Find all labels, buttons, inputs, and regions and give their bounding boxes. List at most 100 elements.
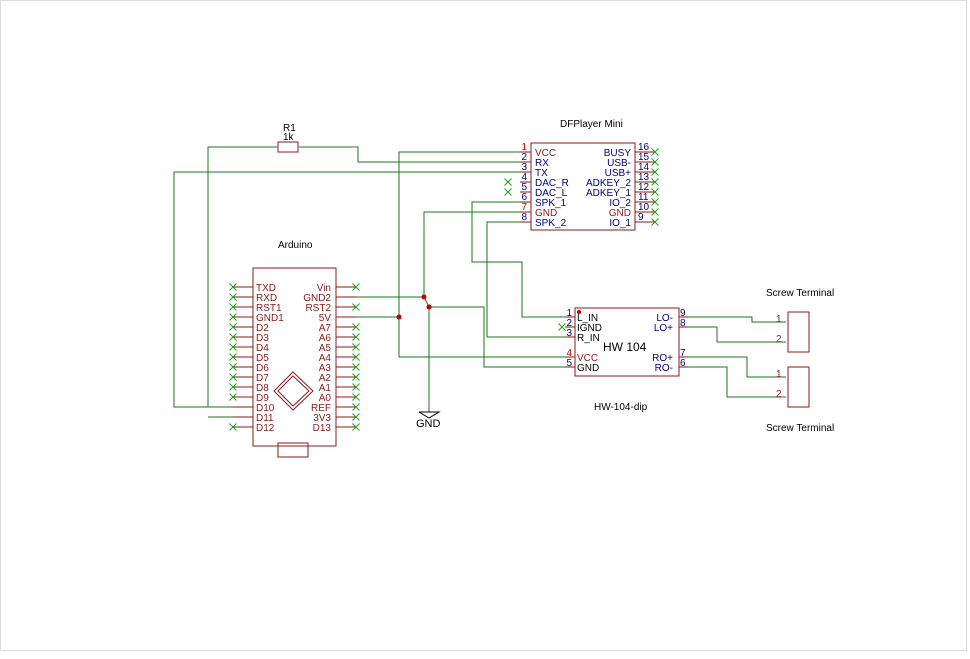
arduino-pin-label: A7 bbox=[319, 323, 332, 334]
dfplayer-pin-num: 2 bbox=[521, 152, 527, 163]
no-connect-icon bbox=[352, 413, 360, 421]
screw-terminal-2: 1 2 Screw Terminal bbox=[766, 366, 834, 434]
hw104-pin-label: GND bbox=[577, 363, 599, 374]
arduino-pin-label: D7 bbox=[256, 373, 269, 384]
no-connect-icon bbox=[229, 353, 237, 361]
no-connect-icon bbox=[352, 373, 360, 381]
no-connect-icon bbox=[352, 353, 360, 361]
dfplayer-pin-label: USB- bbox=[607, 158, 631, 169]
no-connect-icon bbox=[229, 363, 237, 371]
hw104-pin-num: 3 bbox=[566, 328, 572, 339]
dfplayer-pin-num: 14 bbox=[638, 162, 650, 173]
hw104-pin-label: LO+ bbox=[654, 323, 673, 334]
no-connect-icon bbox=[229, 333, 237, 341]
dfplayer-pin-label: ADKEY_2 bbox=[586, 178, 631, 189]
no-connect-icon bbox=[229, 303, 237, 311]
hw104-subtitle: HW-104-dip bbox=[594, 402, 648, 413]
arduino-pin-label: D6 bbox=[256, 363, 269, 374]
arduino-pin-label: A2 bbox=[319, 373, 332, 384]
junction-5v bbox=[396, 314, 402, 320]
no-connect-icon bbox=[229, 313, 237, 321]
arduino-pin-label: 5V bbox=[319, 313, 332, 324]
wire-5v-to-hw-vcc bbox=[398, 317, 568, 358]
arduino-pin-label: RST1 bbox=[256, 303, 282, 314]
no-connect-icon bbox=[229, 343, 237, 351]
no-connect-icon bbox=[352, 403, 360, 411]
hw104-title: HW 104 bbox=[603, 340, 647, 354]
hw104-pin-num: 2 bbox=[566, 318, 572, 329]
wire-r1-to-d10 bbox=[207, 146, 277, 408]
dfplayer-pin-label: USB+ bbox=[605, 168, 632, 179]
arduino-pin-label: REF bbox=[311, 403, 331, 414]
arduino-pin-label: A5 bbox=[319, 343, 332, 354]
arduino-pin-label: Vin bbox=[317, 283, 331, 294]
dfplayer-pin-num: 4 bbox=[521, 172, 527, 183]
hw104-pin-num: 1 bbox=[566, 308, 572, 319]
dfplayer-pin-label: GND bbox=[535, 208, 557, 219]
no-connect-icon bbox=[229, 373, 237, 381]
dfplayer-pin-num: 5 bbox=[521, 182, 527, 193]
screw-terminal-1-title: Screw Terminal bbox=[766, 288, 834, 299]
no-connect-icon bbox=[352, 363, 360, 371]
no-connect-icon bbox=[651, 168, 659, 176]
dfplayer-pin-label: GND bbox=[609, 208, 631, 219]
hw104-pin-num: 4 bbox=[566, 348, 572, 359]
dfplayer-pin-num: 6 bbox=[521, 192, 527, 203]
no-connect-icon bbox=[504, 178, 512, 186]
arduino-pin-label: TXD bbox=[256, 283, 276, 294]
hw104-pin-label: L_IN bbox=[577, 313, 598, 324]
no-connect-icon bbox=[352, 333, 360, 341]
dfplayer-pin-label: BUSY bbox=[604, 148, 632, 159]
arduino-pin-label: D10 bbox=[256, 403, 275, 414]
hw104-pin-num: 7 bbox=[680, 348, 686, 359]
dfplayer-pin-label: DAC_R bbox=[535, 178, 569, 189]
wire-spk1-lin bbox=[471, 201, 568, 318]
hw104-pin-label: LO- bbox=[656, 313, 673, 324]
dfplayer-title: DFPlayer Mini bbox=[560, 119, 623, 130]
hw104-pin-label: VCC bbox=[577, 353, 598, 364]
no-connect-icon bbox=[352, 323, 360, 331]
wire-lo-minus bbox=[688, 316, 786, 323]
arduino-chip-icon bbox=[273, 371, 314, 411]
arduino-pin-label: A3 bbox=[319, 363, 332, 374]
no-connect-icon bbox=[651, 208, 659, 216]
junctions bbox=[396, 294, 432, 320]
hw104-pin-label: R_IN bbox=[577, 333, 600, 344]
screw-terminal-2-pin-2: 2 bbox=[776, 389, 782, 400]
dfplayer-pin-num: 8 bbox=[521, 212, 527, 223]
no-connect-icon bbox=[352, 343, 360, 351]
screw-terminal-1-pin-2: 2 bbox=[776, 334, 782, 345]
arduino-pin-label: D13 bbox=[313, 423, 332, 434]
arduino-pin-label: 3V3 bbox=[313, 413, 331, 424]
hw104-pin-num: 5 bbox=[566, 358, 572, 369]
no-connect-icon bbox=[229, 393, 237, 401]
dfplayer-pin-num: 11 bbox=[638, 192, 649, 203]
arduino-pin-label: D11 bbox=[256, 413, 274, 424]
wire-ro-minus bbox=[688, 366, 786, 398]
dfplayer-pin-num: 12 bbox=[638, 182, 650, 193]
wire-hw-gnd bbox=[429, 306, 568, 368]
no-connect-icon bbox=[229, 423, 237, 431]
dfplayer-pin-num: 16 bbox=[638, 142, 650, 153]
junction-gnd bbox=[426, 304, 432, 310]
dfplayer-pin-label: IO_2 bbox=[609, 198, 631, 209]
no-connect-icon bbox=[651, 148, 659, 156]
arduino-pin-label: RST2 bbox=[305, 303, 331, 314]
dfplayer-pin-label: RX bbox=[535, 158, 549, 169]
dfplayer-mini: DFPlayer Mini 1VCC2RX3TX4DAC_R5DAC_L6SPK… bbox=[504, 119, 659, 231]
dfplayer-pin-num: 15 bbox=[638, 152, 650, 163]
no-connect-icon bbox=[352, 383, 360, 391]
hw104-pin-label: RO+ bbox=[652, 353, 673, 364]
hw104-pin-label: IGND bbox=[577, 323, 602, 334]
dfplayer-pin-label: DAC_L bbox=[535, 188, 568, 199]
screw-terminal-2-pin-1: 1 bbox=[776, 369, 782, 380]
screw-terminal-2-title: Screw Terminal bbox=[766, 423, 834, 434]
no-connect-icon bbox=[229, 293, 237, 301]
wire-vcc-to-5v bbox=[338, 151, 520, 318]
arduino-pin-label: A6 bbox=[319, 333, 332, 344]
wire-df-gnd bbox=[423, 211, 520, 297]
r1-value: 1k bbox=[283, 132, 295, 143]
dfplayer-pin-label: SPK_2 bbox=[535, 218, 567, 229]
